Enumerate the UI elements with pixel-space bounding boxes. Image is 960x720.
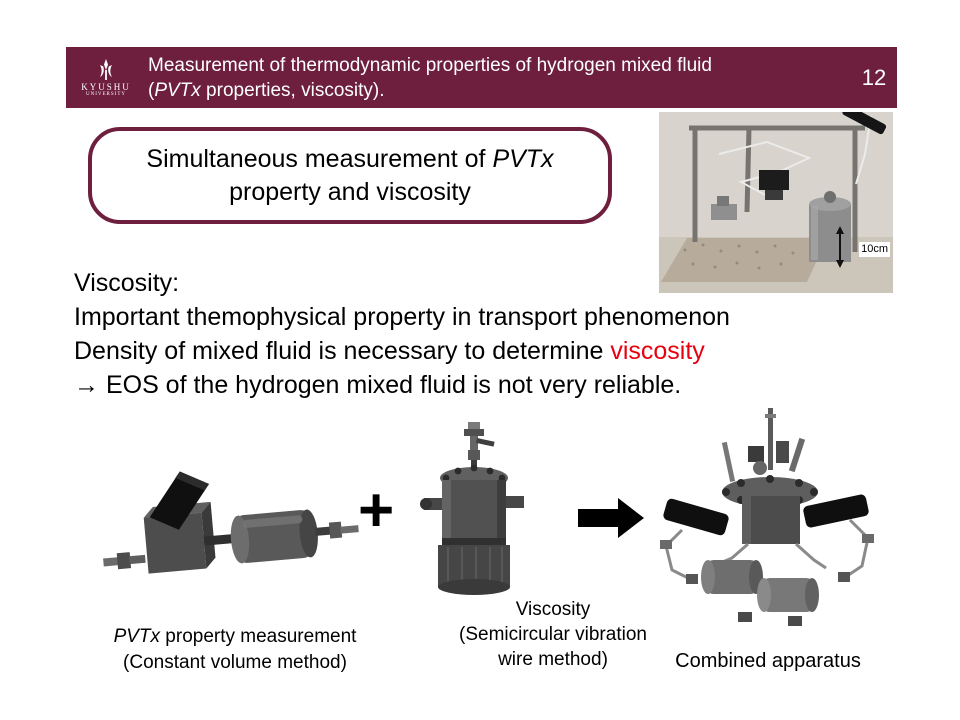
callout-line1: Simultaneous measurement of PVTx [146, 143, 553, 176]
title-rest: properties, viscosity). [200, 79, 385, 101]
callout-prefix: Simultaneous measurement of [146, 144, 493, 173]
right-arrow-icon [578, 498, 644, 538]
title-pvtx-italic: PVTx [154, 79, 201, 101]
body-line-density: Density of mixed fluid is necessary to d… [74, 334, 894, 368]
apparatus-photo: 10cm [659, 112, 893, 293]
viscosity-apparatus-drawing [420, 422, 524, 595]
combined-apparatus-drawing [660, 408, 874, 626]
viscosity-apparatus-label: Viscosity (Semicircular vibration wire m… [428, 597, 678, 672]
pvtx-label-italic: PVTx [113, 626, 161, 647]
pvtx-label-line2: (Constant volume method) [123, 652, 347, 673]
logo-subtext: UNIVERSITY [86, 92, 126, 97]
viscosity-label-line1: Viscosity [515, 599, 591, 620]
callout-box: Simultaneous measurement of PVTx propert… [88, 127, 612, 224]
slide-title-line2: (PVTx properties, viscosity). [148, 78, 851, 103]
pvtx-label-rest: property measurement [160, 626, 357, 647]
viscosity-apparatus-image [418, 420, 530, 600]
slide-title-line1: Measurement of thermodynamic properties … [148, 54, 712, 76]
slide-number: 12 [861, 64, 887, 90]
callout-pvtx-italic: PVTx [492, 144, 554, 173]
pvtx-apparatus-label: PVTx property measurement (Constant volu… [70, 624, 400, 676]
combined-apparatus-image [648, 408, 886, 646]
body-text: Viscosity: Important themophysical prope… [74, 266, 894, 402]
scale-label: 10cm [859, 242, 890, 257]
combined-apparatus-label: Combined apparatus [675, 650, 861, 672]
pvtx-apparatus-drawing [103, 471, 359, 574]
title-paren: ( [148, 79, 155, 101]
pvtx-label-line1: PVTx property measurement [70, 624, 400, 650]
apparatus-photo-image [659, 112, 893, 293]
right-arrow-shape [578, 498, 644, 538]
kyushu-torch-icon [100, 59, 112, 80]
body-line-eos: → EOS of the hydrogen mixed fluid is not… [74, 371, 682, 399]
university-logo: KYUSHU UNIVERSITY [66, 47, 146, 108]
viscosity-label-line3: wire method) [498, 649, 608, 670]
plus-sign: + [358, 476, 395, 545]
pvtx-apparatus-image [88, 450, 380, 622]
logo-text: KYUSHU [81, 82, 131, 92]
callout-line2: property and viscosity [229, 177, 471, 206]
viscosity-label-line2: (Semicircular vibration [459, 624, 647, 645]
body-line-viscosity: Viscosity: [74, 269, 180, 297]
slide-header: KYUSHU UNIVERSITY Measurement of thermod… [66, 47, 897, 108]
viscosity-highlight: viscosity [610, 337, 705, 365]
slide-title: Measurement of thermodynamic properties … [146, 53, 851, 103]
body-line-property: Important themophysical property in tran… [74, 303, 730, 331]
density-text: Density of mixed fluid is necessary to d… [74, 337, 611, 365]
